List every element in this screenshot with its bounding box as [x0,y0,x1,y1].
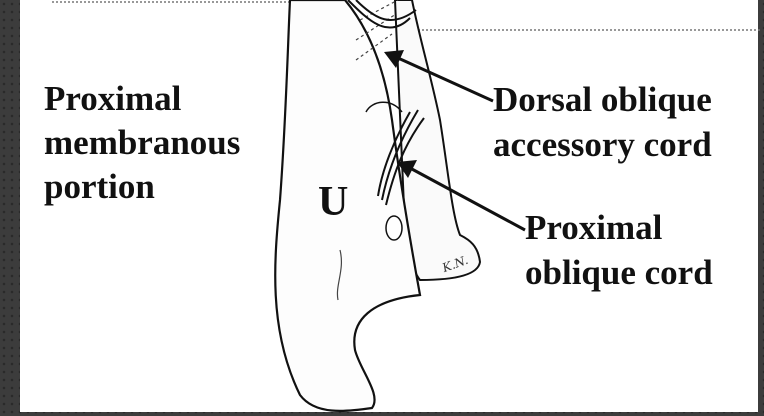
label-line: Dorsal oblique [493,80,712,125]
label-line: portion [44,167,240,211]
label-line: Proximal [525,208,713,253]
label-line: Proximal [44,79,240,123]
label-line: accessory cord [493,125,712,170]
proximal-membranous-label: Proximal membranous portion [44,79,240,211]
label-line: oblique cord [525,253,713,298]
ulna-letter: U [318,178,348,226]
dorsal-oblique-label: Dorsal oblique accessory cord [493,80,712,170]
label-line: membranous [44,123,240,167]
proximal-oblique-label: Proximal oblique cord [525,208,713,298]
tubercle [386,216,402,240]
